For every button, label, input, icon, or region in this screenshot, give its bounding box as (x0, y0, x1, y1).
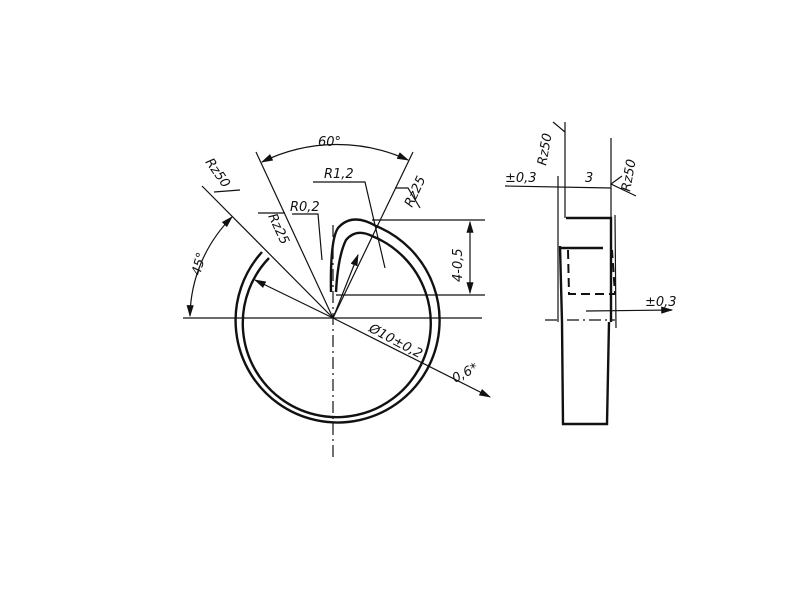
hidden-lines (567, 249, 617, 295)
diameter-leader (332, 317, 492, 398)
angle-60-arc (260, 143, 410, 163)
rz50-side-right-symbol (609, 175, 637, 197)
front-view: 60° 45° Rz50 Rz25 Rz25 R1,2 R0,2 4-0,5 Ø… (183, 135, 492, 458)
angle-45-label: 45° (189, 251, 209, 277)
angle-60-label: 60° (318, 135, 341, 150)
width-dimension-label: 3 (585, 171, 593, 186)
height-dimension-label: 4-0,5 (451, 248, 466, 282)
roughness-rz50-side-left: Rz50 (535, 132, 555, 167)
radius-r02-label: R0,2 (290, 200, 320, 215)
diameter-label: Ø10±0,2 (365, 321, 424, 362)
roughness-rz25-inner: Rz25 (264, 211, 291, 247)
roughness-rz25-right: Rz25 (402, 174, 429, 210)
extension-line-step (614, 214, 617, 329)
angle-line-45 (201, 185, 334, 319)
part-profile (558, 216, 613, 426)
ring-inner-contour (241, 231, 432, 419)
angle-45-arc (186, 216, 233, 318)
angle-line-right (332, 151, 414, 319)
roughness-rz50-left: Rz50 (202, 156, 233, 191)
rz50-symbol (213, 189, 241, 193)
side-view: Rz50 Rz50 ±0,3 3 ±0,3 (504, 121, 677, 426)
tolerance-right-label: ±0,3 (645, 295, 677, 310)
angle-line-left (255, 151, 334, 319)
ring-outer-contour (234, 218, 441, 424)
tolerance-dimension-line (585, 306, 674, 314)
roughness-rz50-side-right: Rz50 (619, 158, 639, 193)
r12-leader (313, 181, 386, 269)
rz25-right-symbol (395, 187, 421, 209)
radius-leader (332, 253, 359, 319)
diameter-arrow-inner (253, 279, 334, 319)
rz50-side-left-symbol (552, 121, 566, 133)
thickness-label: 0,6* (450, 360, 481, 386)
tolerance-top-label: ±0,3 (505, 171, 537, 186)
width-dimension-line (504, 185, 612, 189)
r02-leader (292, 213, 323, 261)
radius-r12-label: R1,2 (324, 167, 354, 182)
